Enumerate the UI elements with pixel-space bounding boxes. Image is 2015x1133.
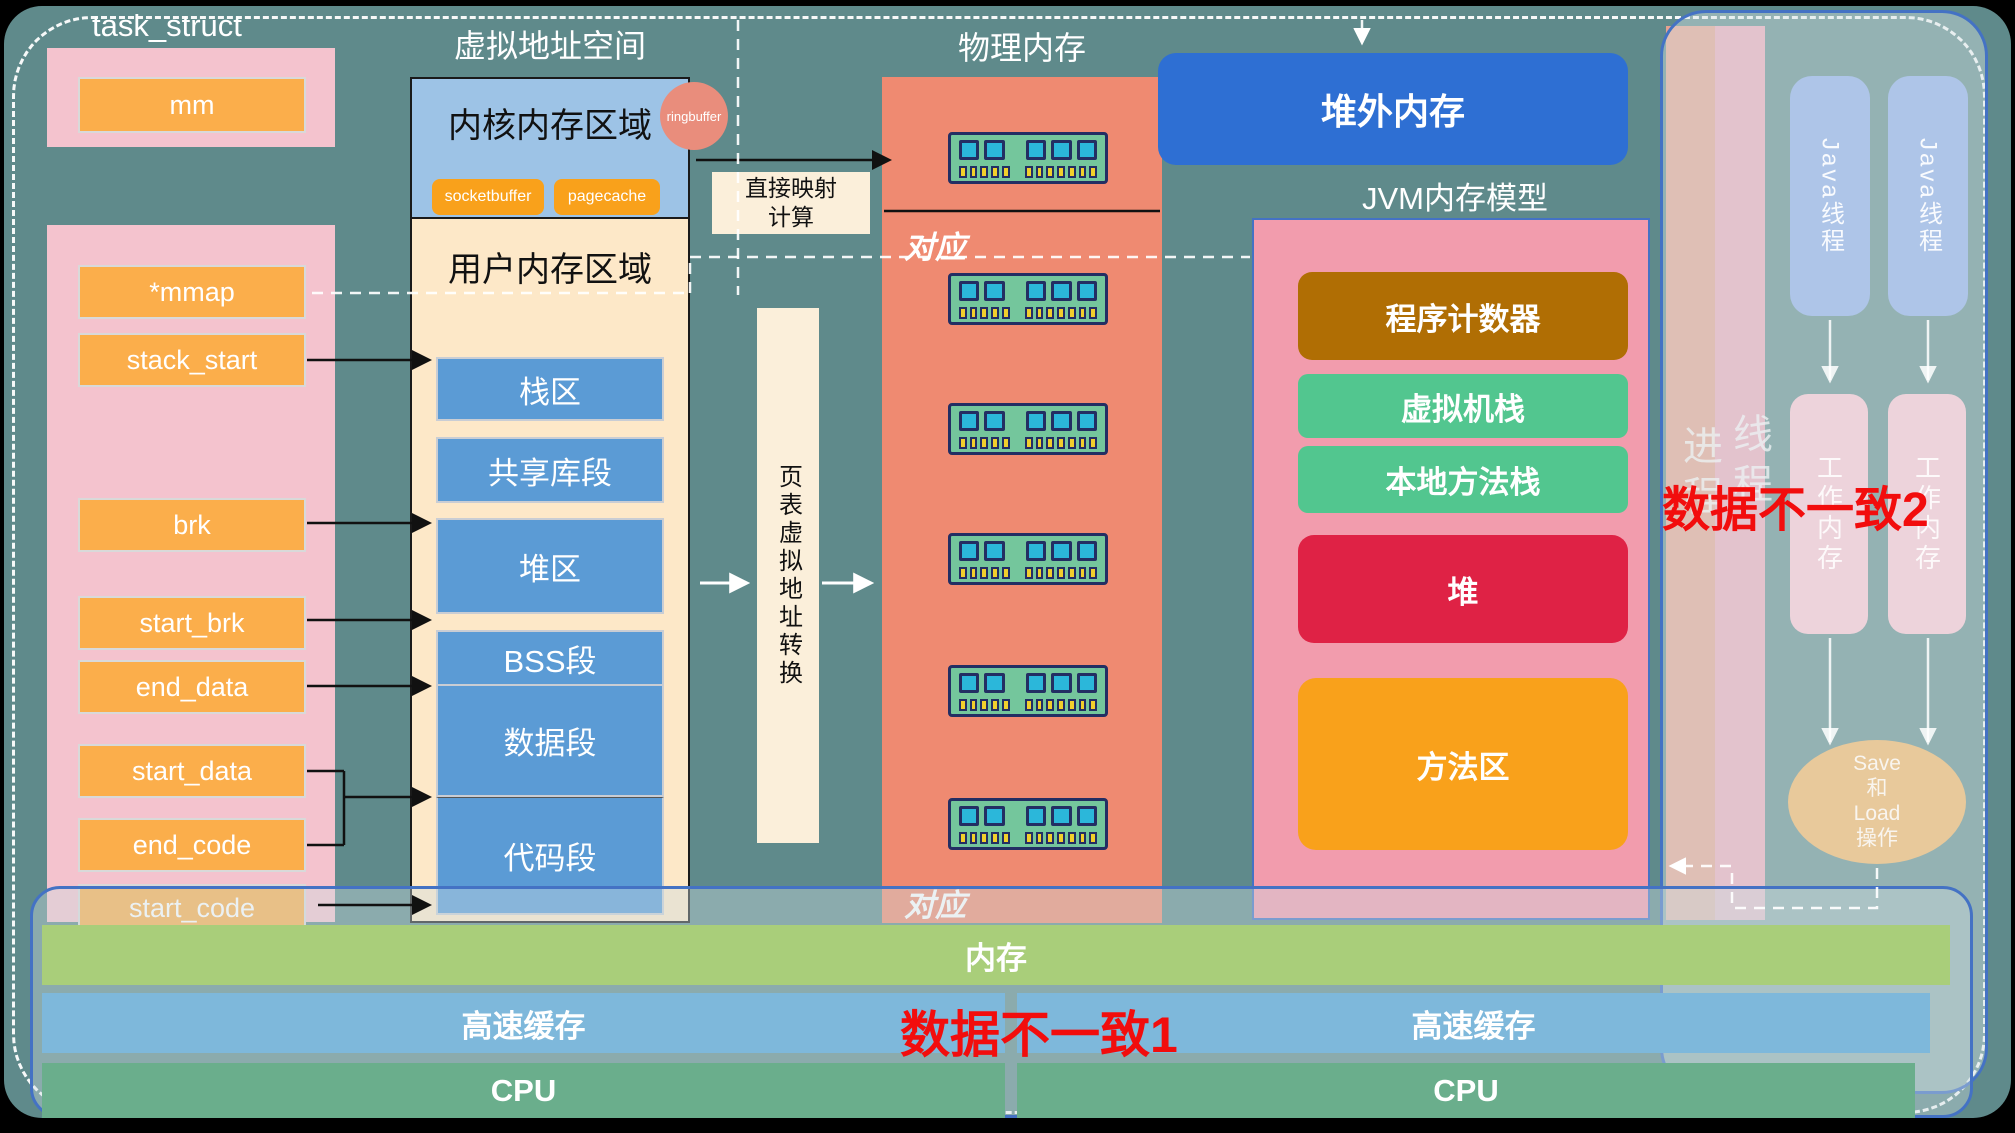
ram-module-icon [948, 403, 1108, 455]
direct-mapping-line1: 直接映射 [745, 175, 837, 202]
cpu-bar-left-label: CPU [490, 1072, 557, 1108]
ringbuffer-badge: ringbuffer [660, 82, 728, 150]
field-mm: mm [78, 77, 306, 133]
page-table-translation-label: 页表虚拟地址转换 [774, 463, 802, 688]
task-struct-title: task_struct [92, 8, 242, 43]
working-memory-2-label: 工作内存 [1911, 454, 1942, 574]
save-load-ellipse: Save 和 Load 操作 [1788, 740, 1966, 864]
field-start-brk: start_brk [78, 596, 306, 650]
cache-bar-right-label: 高速缓存 [1411, 1008, 1536, 1044]
save-load-line2: 和 [1866, 777, 1888, 801]
memory-bar-label: 内存 [965, 940, 1027, 976]
java-thread-2: Java线程 [1888, 76, 1968, 316]
user-memory-area-label: 用户内存区域 [448, 250, 652, 289]
working-memory-1-label: 工作内存 [1813, 454, 1844, 574]
save-load-line3: Load [1853, 802, 1901, 825]
correspond-label-top: 对应 [904, 230, 966, 265]
socketbuffer-tag: socketbuffer [432, 179, 544, 215]
physical-memory-box [882, 77, 1162, 923]
ram-module-icon [948, 273, 1108, 325]
jvm-vm-stack: 虚拟机栈 [1298, 374, 1628, 438]
cpu-bar-right: CPU [1017, 1063, 1915, 1118]
segment-code: 代码段 [436, 797, 664, 915]
cpu-bar-left: CPU [42, 1063, 1005, 1118]
data-inconsistency-2: 数据不一致2 [1662, 484, 1929, 537]
java-thread-2-label: Java线程 [1914, 137, 1942, 255]
offheap-memory-box: 堆外内存 [1158, 53, 1628, 165]
field-start-data: start_data [78, 744, 306, 798]
jvm-memory-model-title: JVM内存模型 [1362, 180, 1548, 216]
cpu-bar-right-label: CPU [1433, 1072, 1499, 1108]
process-strip-label: 进程 [1677, 425, 1721, 525]
save-load-line4: 操作 [1856, 826, 1898, 850]
thread-memory-strip [1715, 26, 1765, 920]
pagecache-tag: pagecache [554, 179, 660, 215]
field-mmap: *mmap [78, 265, 306, 319]
cache-bar-right: 高速缓存 [1017, 993, 1930, 1053]
physical-memory-title: 物理内存 [957, 30, 1086, 66]
field-stack-start: stack_start [78, 333, 306, 387]
memory-bar: 内存 [42, 925, 1950, 985]
working-memory-1: 工作内存 [1790, 394, 1868, 634]
field-brk: brk [78, 498, 306, 552]
jvm-method-area: 方法区 [1298, 678, 1628, 850]
segment-bss: BSS段 [436, 630, 664, 686]
thread-strip-label: 线程 [1727, 413, 1771, 513]
segment-heap: 堆区 [436, 518, 664, 614]
data-inconsistency-1: 数据不一致1 [900, 1007, 1178, 1063]
segment-data: 数据段 [436, 686, 664, 797]
java-thread-1-label: Java线程 [1816, 137, 1844, 255]
correspond-label-bottom: 对应 [904, 888, 966, 923]
cache-bar-left: 高速缓存 [42, 993, 1005, 1053]
virtual-address-space-title: 虚拟地址空间 [453, 28, 646, 64]
direct-mapping-line2: 计算 [768, 204, 814, 230]
kernel-memory-area-label: 内核内存区域 [448, 106, 652, 145]
ram-module-icon [948, 665, 1108, 717]
segment-shared-lib: 共享库段 [436, 437, 664, 503]
direct-mapping-box: 直接映射 计算 [712, 172, 870, 234]
field-start-code: start_code [78, 884, 306, 932]
java-thread-1: Java线程 [1790, 76, 1870, 316]
jvm-native-method-stack: 本地方法栈 [1298, 446, 1628, 513]
field-end-code: end_code [78, 818, 306, 872]
ram-module-icon [948, 132, 1108, 184]
field-end-data: end_data [78, 660, 306, 714]
page-table-translation-box: 页表虚拟地址转换 [757, 308, 819, 843]
process-memory-strip [1666, 26, 1715, 920]
ram-module-icon [948, 798, 1108, 850]
cache-bar-left-label: 高速缓存 [461, 1008, 586, 1044]
working-memory-2: 工作内存 [1888, 394, 1966, 634]
segment-stack: 栈区 [436, 357, 664, 421]
ram-module-icon [948, 533, 1108, 585]
jvm-heap: 堆 [1298, 535, 1628, 643]
save-load-line1: Save [1853, 752, 1901, 776]
jvm-program-counter: 程序计数器 [1298, 272, 1628, 360]
